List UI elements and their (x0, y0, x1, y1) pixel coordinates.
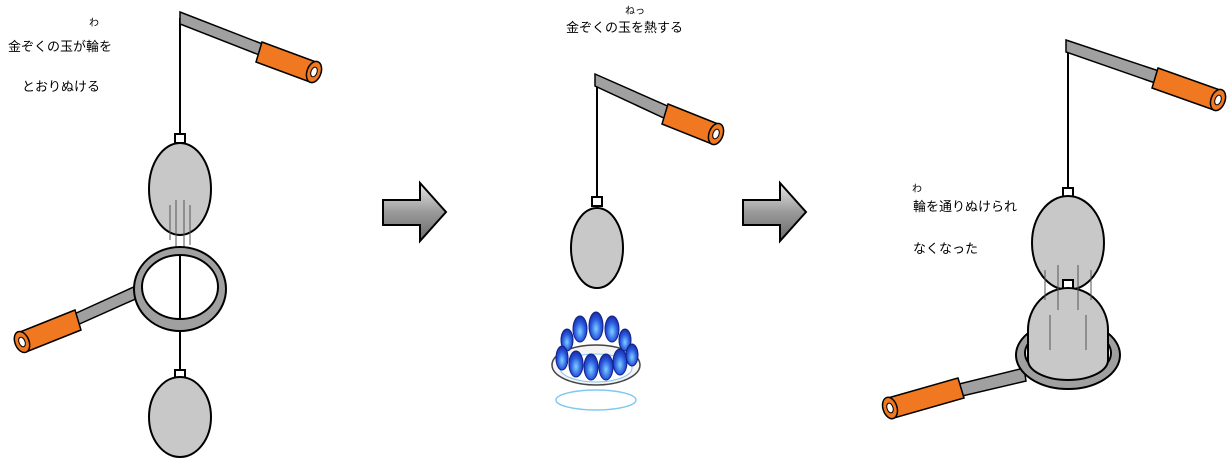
caption-panel1-line2: とおりぬける (22, 80, 101, 95)
metal-ball-icon (148, 376, 212, 458)
caption-panel1-line1: 金ぞくの玉が輪を (8, 40, 113, 55)
caption-panel3-line1: 輪を通りぬけられ (913, 200, 1018, 215)
handle-icon (13, 308, 82, 354)
handle-icon (661, 102, 725, 146)
handle-icon (881, 377, 965, 420)
panel1-ball-holder (148, 10, 323, 320)
metal-ball-icon (148, 142, 212, 236)
handle-icon (1151, 67, 1227, 112)
panel1-ring (13, 246, 227, 354)
panel1-ball-below (148, 330, 212, 458)
caption-panel2: 金ぞくの玉を熱する (566, 21, 684, 36)
caption-panel3-line2: なくなった (913, 242, 979, 257)
ruby-wa-1: わ (89, 18, 99, 29)
panel3-ring (881, 265, 1121, 420)
handle-icon (255, 41, 323, 84)
ruby-wa-3: わ (912, 184, 922, 195)
right-arrow-icon (382, 180, 448, 244)
ruby-netsu: ねっ (625, 6, 645, 17)
metal-ball-icon (570, 207, 624, 289)
panel3-ball-holder (1031, 38, 1227, 291)
gas-burner-icon (551, 311, 641, 411)
right-arrow-icon (742, 180, 808, 244)
panel2-ball-holder (570, 72, 725, 289)
metal-ball-icon (1027, 287, 1109, 381)
metal-ball-icon (1031, 195, 1105, 291)
